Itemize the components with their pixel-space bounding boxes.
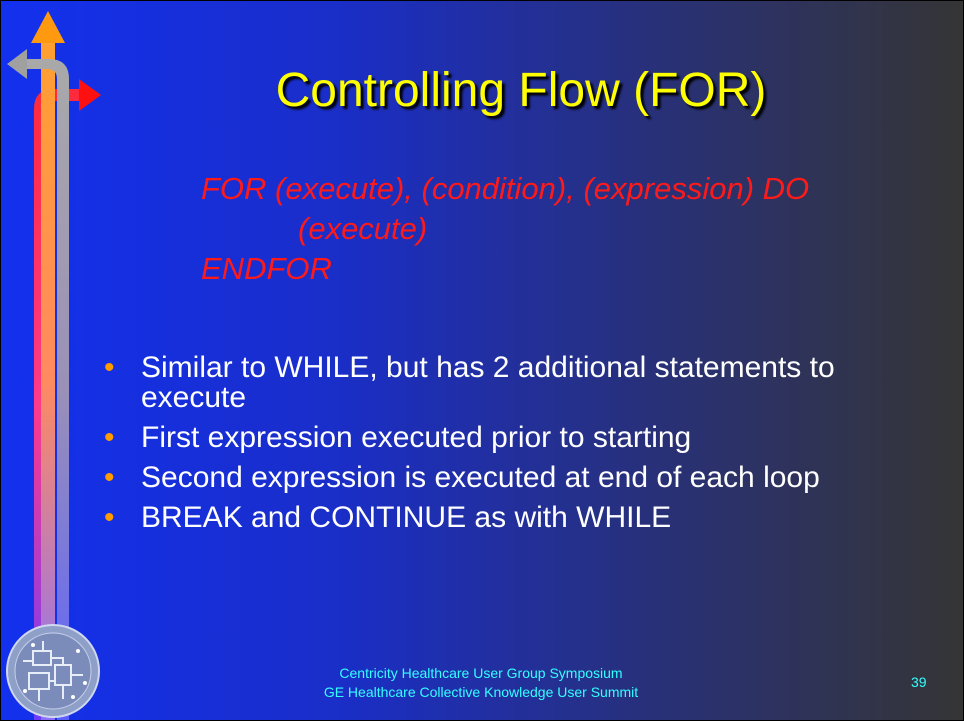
- list-item: • First expression executed prior to sta…: [104, 423, 944, 453]
- code-block: FOR (execute), (condition), (expression)…: [201, 169, 961, 289]
- code-line: (execute): [298, 211, 428, 246]
- bullet-text: BREAK and CONTINUE as with WHILE: [141, 501, 672, 534]
- list-item: • Second expression is executed at end o…: [104, 463, 944, 493]
- bullet-text: Similar to WHILE, but has 2 additional s…: [141, 351, 835, 414]
- bullet-icon: •: [104, 351, 115, 384]
- bullet-icon: •: [104, 421, 115, 454]
- bullet-list: • Similar to WHILE, but has 2 additional…: [104, 353, 944, 543]
- bullet-text: First expression executed prior to start…: [141, 421, 692, 454]
- slide-title: Controlling Flow (FOR): [275, 64, 767, 117]
- code-line: ENDFOR: [201, 251, 332, 286]
- footer-line: GE Healthcare Collective Knowledge User …: [323, 684, 639, 700]
- circuit-seal-icon: [6, 624, 100, 718]
- bullet-text: Second expression is executed at end of …: [141, 461, 820, 494]
- list-item: • BREAK and CONTINUE as with WHILE: [104, 503, 944, 533]
- flow-arrows-icon: [7, 11, 101, 720]
- footer: Centricity Healthcare User Group Symposi…: [211, 664, 751, 702]
- footer-line: Centricity Healthcare User Group Symposi…: [339, 665, 623, 681]
- code-line: FOR (execute), (condition), (expression)…: [201, 171, 810, 206]
- list-item: • Similar to WHILE, but has 2 additional…: [104, 353, 944, 413]
- bullet-icon: •: [104, 501, 115, 534]
- bullet-icon: •: [104, 461, 115, 494]
- page-number: 39: [911, 674, 927, 690]
